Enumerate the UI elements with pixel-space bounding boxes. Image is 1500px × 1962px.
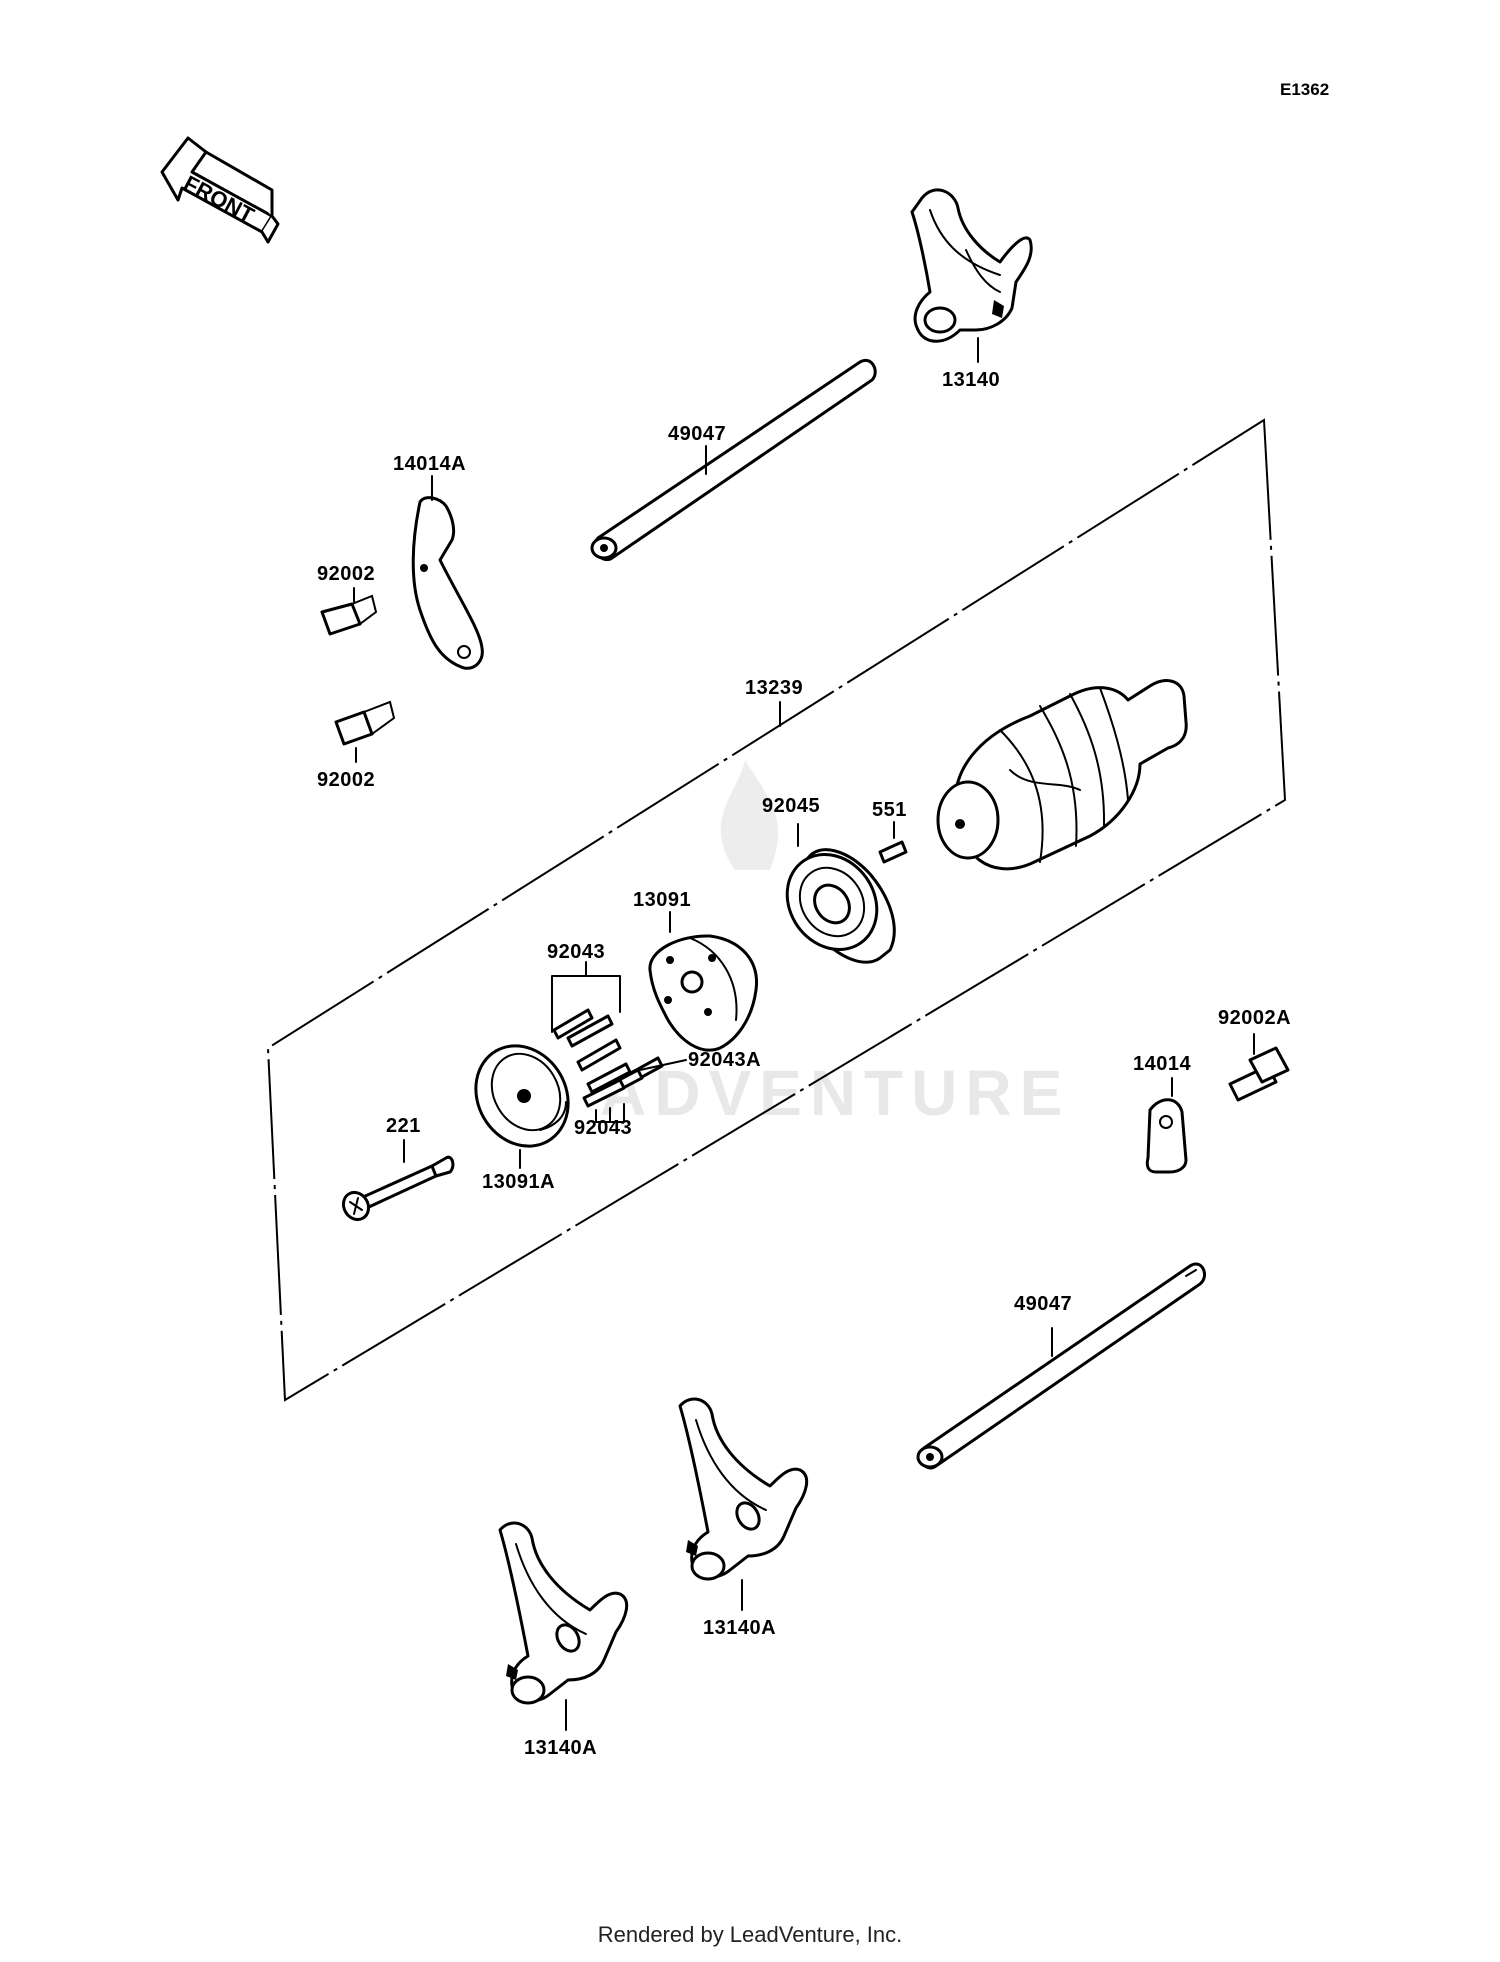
label-13140a-bottom: 13140A <box>524 1737 597 1759</box>
bolt-221[interactable]: 221 <box>339 1115 455 1224</box>
diagram-code: E1362 <box>1280 80 1329 99</box>
shift-fork-top[interactable]: 13140 <box>910 188 1033 391</box>
plate-14014a[interactable]: 14014A <box>393 453 484 670</box>
shift-fork-mid[interactable]: 13140A <box>678 1397 809 1639</box>
shift-rod-top[interactable]: 49047 <box>590 358 877 562</box>
label-49047-top: 49047 <box>668 423 726 445</box>
pin-551[interactable]: 551 <box>872 799 908 864</box>
shift-drum[interactable] <box>936 679 1188 871</box>
bolt-92002-lower[interactable]: 92002 <box>317 700 396 791</box>
label-49047-bottom: 49047 <box>1014 1293 1072 1315</box>
shift-fork-bottom[interactable]: 13140A <box>498 1521 629 1759</box>
label-92043-lower: 92043 <box>574 1117 632 1139</box>
watermark: ADVENTURE <box>600 760 1070 1129</box>
bolt-92002-upper[interactable]: 92002 <box>317 563 378 636</box>
label-92002-upper: 92002 <box>317 563 375 585</box>
label-13140-top: 13140 <box>942 369 1000 391</box>
label-13239: 13239 <box>745 677 803 699</box>
label-92043-upper: 92043 <box>547 941 605 963</box>
pins-92043-lower[interactable]: 92043 <box>574 1062 644 1139</box>
pins-92043-upper[interactable]: 92043 <box>547 941 622 1072</box>
label-14014a: 14014A <box>393 453 466 475</box>
label-92002a: 92002A <box>1218 1007 1291 1029</box>
label-13140a-mid: 13140A <box>703 1617 776 1639</box>
label-92043a: 92043A <box>688 1049 761 1071</box>
label-13091a: 13091A <box>482 1171 555 1193</box>
bearing-92045[interactable]: 92045 <box>762 795 896 967</box>
plate-14014[interactable]: 14014 <box>1133 1053 1191 1174</box>
label-551: 551 <box>872 799 907 821</box>
bolt-92002a[interactable]: 92002A <box>1218 1007 1291 1102</box>
label-14014: 14014 <box>1133 1053 1191 1075</box>
front-arrow-icon: FRONT <box>160 136 280 244</box>
holder-13091[interactable]: 13091 <box>633 889 758 1052</box>
drum-group-box: 13239 <box>266 418 1287 1402</box>
watermark-text: ADVENTURE <box>600 1057 1070 1129</box>
label-92045: 92045 <box>762 795 820 817</box>
footer-credit: Rendered by LeadVenture, Inc. <box>597 1922 903 1947</box>
plate-13091a[interactable]: 13091A <box>458 1029 586 1193</box>
label-221: 221 <box>386 1115 421 1137</box>
label-13091: 13091 <box>633 889 691 911</box>
shift-rod-bottom[interactable]: 49047 <box>916 1262 1206 1470</box>
label-92002-lower: 92002 <box>317 769 375 791</box>
